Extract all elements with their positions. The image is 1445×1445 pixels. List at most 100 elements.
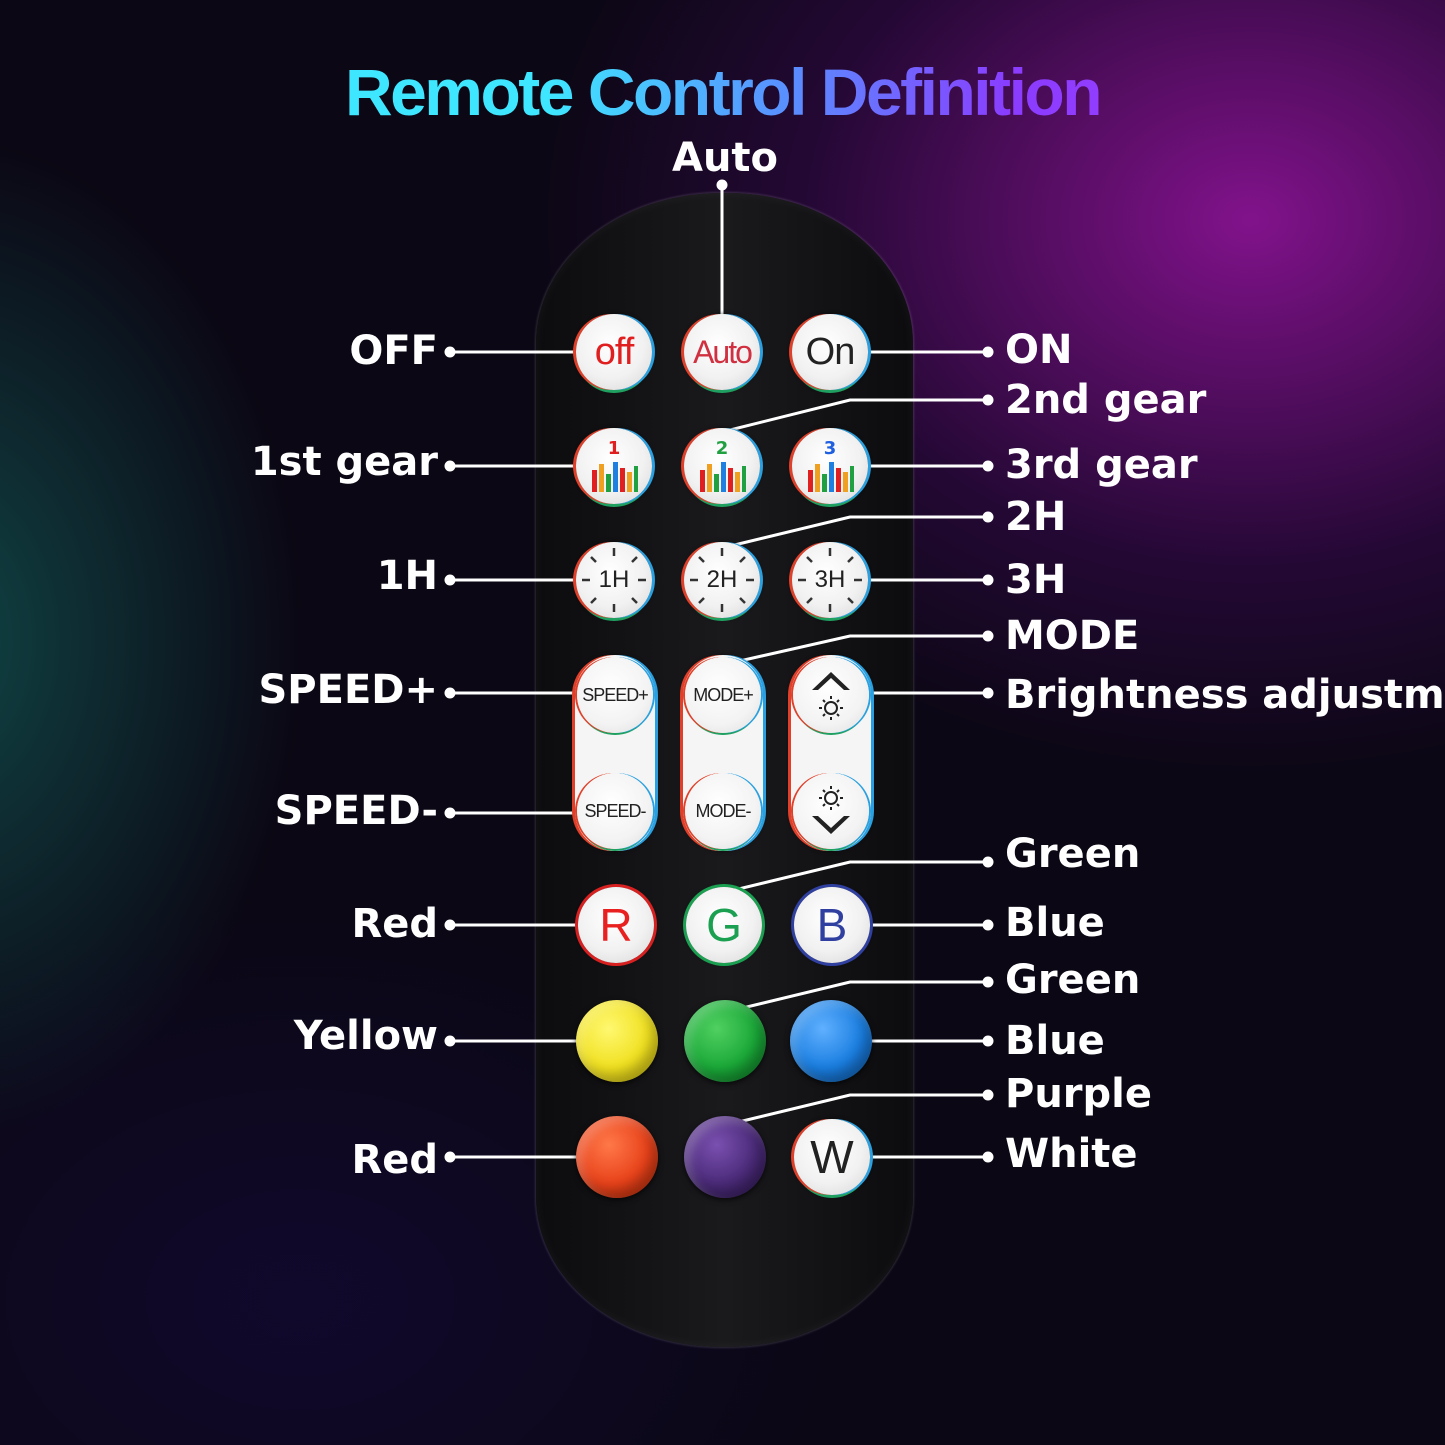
timer-1h-label: 1H	[598, 566, 630, 593]
label-red-2: Red	[351, 1137, 438, 1183]
line-2h	[721, 515, 988, 550]
line-mode-dot	[982, 630, 994, 642]
mode-minus-label: MODE-	[695, 800, 752, 821]
label-2h: 2H	[1005, 494, 1067, 540]
label-3h: 3H	[1005, 557, 1067, 603]
line-1h-dot	[444, 574, 456, 586]
gear-2-number: 2	[716, 438, 729, 459]
timer-2h-button[interactable]: 2H	[684, 542, 760, 618]
equalizer-icon: 2	[700, 438, 746, 492]
clock-icon	[798, 548, 862, 612]
line-blue1-dot	[982, 919, 994, 931]
on-button-label: On	[805, 330, 856, 373]
line-green1-dot	[982, 856, 994, 868]
clock-icon	[582, 548, 646, 612]
label-speed-plus: SPEED+	[258, 667, 439, 713]
line-red2-dot	[444, 1151, 456, 1163]
line-3h-dot	[982, 574, 994, 586]
line-green2	[721, 980, 988, 1015]
label-speed-minus: SPEED-	[274, 788, 438, 834]
brightness-rocker	[791, 655, 871, 851]
label-blue-2: Blue	[1005, 1018, 1105, 1064]
gear-3-number: 3	[824, 438, 837, 459]
blue-b-label: B	[816, 899, 848, 951]
line-purple-dot	[982, 1089, 994, 1101]
line-purple	[721, 1093, 988, 1128]
gear-1-number: 1	[608, 438, 621, 459]
label-gear1: 1st gear	[250, 439, 438, 485]
line-gear2	[721, 398, 988, 434]
blue-button[interactable]	[790, 1000, 872, 1082]
mode-rocker: MODE+ MODE-	[683, 655, 763, 851]
line-green2-dot	[982, 976, 994, 988]
line-blue2-dot	[982, 1035, 994, 1047]
label-1h: 1H	[376, 553, 438, 599]
line-green1	[721, 860, 988, 895]
brightness-down-icon	[812, 786, 850, 834]
label-gear2: 2nd gear	[1005, 377, 1207, 423]
line-mode	[721, 634, 988, 667]
speed-plus-label: SPEED+	[582, 684, 649, 705]
label-red-1: Red	[351, 901, 438, 947]
green-g-button[interactable]: G	[686, 887, 762, 963]
auto-button-label: Auto	[693, 333, 753, 370]
line-off-dot	[444, 346, 456, 358]
on-button[interactable]: On	[792, 314, 868, 390]
blue-b-button[interactable]: B	[794, 887, 870, 963]
label-on: ON	[1005, 327, 1073, 373]
green-button[interactable]	[684, 1000, 766, 1082]
off-button-label: off	[594, 330, 635, 373]
line-gear1-dot	[444, 460, 456, 472]
mode-plus-button[interactable]: MODE+	[685, 657, 761, 733]
off-button[interactable]: off	[576, 314, 652, 390]
auto-button[interactable]: Auto	[684, 314, 760, 390]
speed-minus-label: SPEED-	[584, 800, 646, 821]
diagram-title: Remote Control Definition	[0, 52, 1445, 132]
gear-1-button[interactable]: 1	[576, 428, 652, 504]
speed-minus-button[interactable]: SPEED-	[577, 773, 653, 849]
green-g-label: G	[706, 899, 742, 951]
label-green-2: Green	[1005, 957, 1141, 1003]
red-r-button[interactable]: R	[578, 887, 654, 963]
white-w-label: W	[810, 1131, 854, 1183]
line-white-dot	[982, 1151, 994, 1163]
white-w-button[interactable]: W	[794, 1119, 870, 1195]
line-auto-dot	[716, 179, 728, 191]
line-brightness-dot	[982, 687, 994, 699]
gear-3-button[interactable]: 3	[792, 428, 868, 504]
line-on-dot	[982, 346, 994, 358]
red-button[interactable]	[576, 1116, 658, 1198]
label-yellow: Yellow	[293, 1013, 438, 1059]
gear-2-button[interactable]: 2	[684, 428, 760, 504]
equalizer-icon: 3	[808, 438, 854, 492]
label-brightness: Brightness adjustme	[1005, 672, 1445, 718]
line-gear3-dot	[982, 460, 994, 472]
purple-button[interactable]	[684, 1116, 766, 1198]
line-gear2-dot	[982, 394, 994, 406]
label-mode: MODE	[1005, 613, 1140, 659]
yellow-button[interactable]	[576, 1000, 658, 1082]
brightness-up-button[interactable]	[793, 657, 869, 733]
timer-2h-label: 2H	[706, 566, 738, 593]
brightness-down-button[interactable]	[793, 773, 869, 849]
label-green-1: Green	[1005, 831, 1141, 877]
line-2h-dot	[982, 511, 994, 523]
timer-1h-button[interactable]: 1H	[576, 542, 652, 618]
mode-minus-button[interactable]: MODE-	[685, 773, 761, 849]
equalizer-icon: 1	[592, 438, 638, 492]
timer-3h-button[interactable]: 3H	[792, 542, 868, 618]
line-yellow-dot	[444, 1035, 456, 1047]
line-speed-plus-dot	[444, 687, 456, 699]
clock-icon	[690, 548, 754, 612]
brightness-up-icon	[812, 672, 850, 720]
speed-plus-button[interactable]: SPEED+	[577, 657, 653, 733]
label-white: White	[1005, 1131, 1138, 1177]
line-red1-dot	[444, 919, 456, 931]
speed-rocker: SPEED+ SPEED-	[575, 655, 655, 851]
red-r-label: R	[599, 899, 633, 951]
label-off: OFF	[349, 328, 438, 374]
timer-3h-label: 3H	[814, 566, 846, 593]
label-blue-1: Blue	[1005, 900, 1105, 946]
label-auto: Auto	[672, 135, 779, 181]
